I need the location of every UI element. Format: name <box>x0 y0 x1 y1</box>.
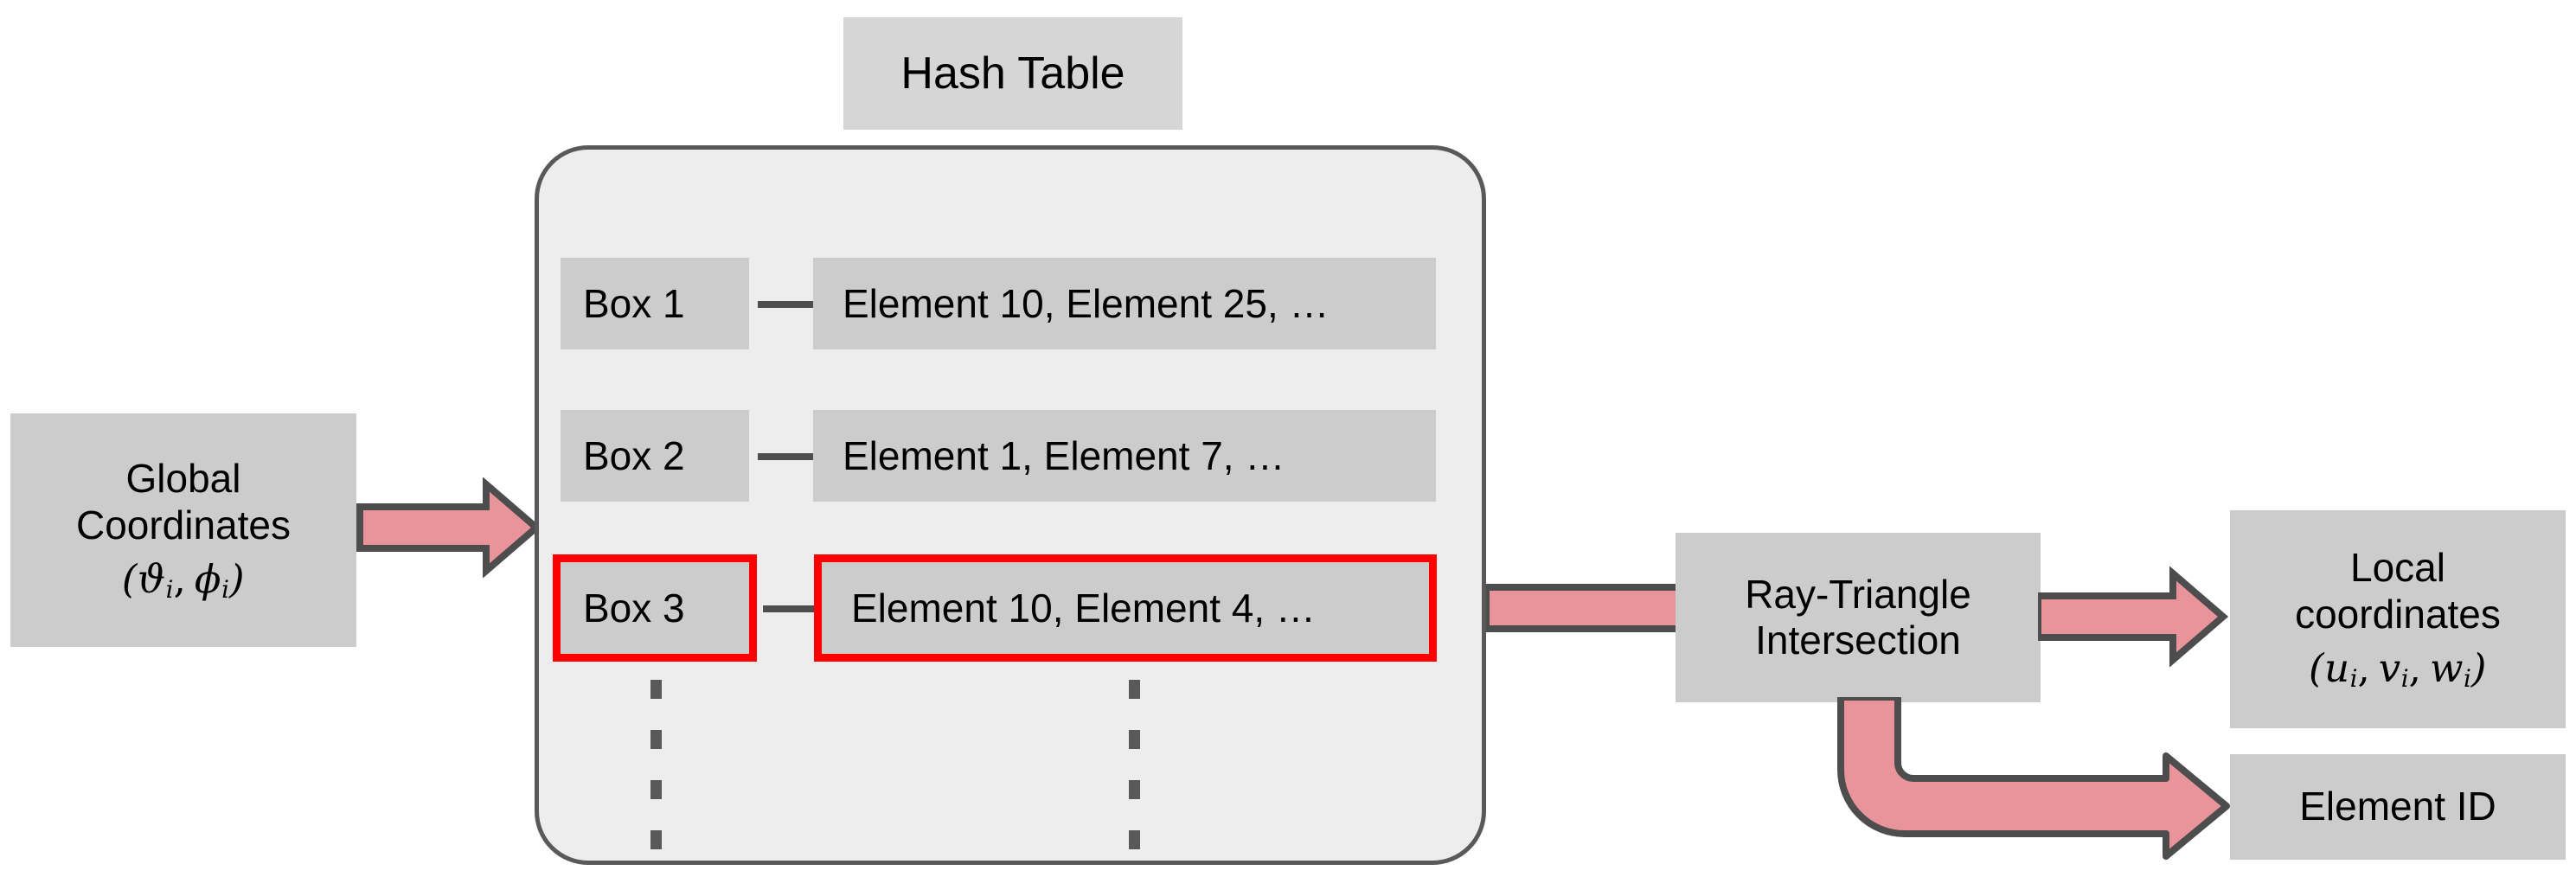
hash-row-key-label-1: Box 1 <box>583 281 685 326</box>
hash-table-title: Hash Table <box>843 17 1182 130</box>
arrow-intersection-to-local <box>2038 567 2229 667</box>
hash-row-key-2[interactable]: Box 2 <box>561 410 749 502</box>
hash-table-container <box>535 145 1486 865</box>
hash-row-value-label-2: Element 1, Element 7, … <box>843 433 1285 478</box>
hash-row-value-2[interactable]: Element 1, Element 7, … <box>813 410 1436 502</box>
element-id-label: Element ID <box>2299 784 2496 829</box>
global-coordinates-line1: Global <box>125 456 241 502</box>
hash-row-key-label-2: Box 2 <box>583 433 685 478</box>
arrow-intersection-to-elementid <box>1837 697 2230 860</box>
ray-triangle-line2: Intersection <box>1755 618 1961 663</box>
local-coordinates-line1: Local <box>2350 545 2445 591</box>
element-id-node: Element ID <box>2230 754 2566 860</box>
arrow-global-to-hash <box>356 477 542 578</box>
hash-row-value-label-3: Element 10, Element 4, … <box>851 586 1316 631</box>
hash-row-value-1[interactable]: Element 10, Element 25, … <box>813 258 1436 349</box>
ray-triangle-intersection-node: Ray-Triangle Intersection <box>1676 533 2041 702</box>
global-coordinates-node: Global Coordinates (ϑi, ϕi) <box>10 413 356 647</box>
hash-row-value-label-1: Element 10, Element 25, … <box>843 281 1330 326</box>
local-coordinates-formula: (ui, vi, wi) <box>2309 645 2487 694</box>
hash-row-value-3[interactable]: Element 10, Element 4, … <box>822 562 1429 654</box>
hash-row-key-1[interactable]: Box 1 <box>561 258 749 349</box>
global-coordinates-formula: (ϑi, ϕi) <box>121 556 246 605</box>
hash-table-title-label: Hash Table <box>900 48 1125 99</box>
local-coordinates-line2: coordinates <box>2295 591 2501 637</box>
local-coordinates-node: Local coordinates (ui, vi, wi) <box>2230 510 2566 728</box>
hash-key-ellipsis <box>650 680 662 877</box>
hash-value-ellipsis <box>1129 680 1140 877</box>
hash-row-key-label-3: Box 3 <box>583 586 685 631</box>
hash-row-key-3[interactable]: Box 3 <box>561 562 749 654</box>
ray-triangle-line1: Ray-Triangle <box>1745 571 1971 617</box>
global-coordinates-line2: Coordinates <box>75 502 292 547</box>
